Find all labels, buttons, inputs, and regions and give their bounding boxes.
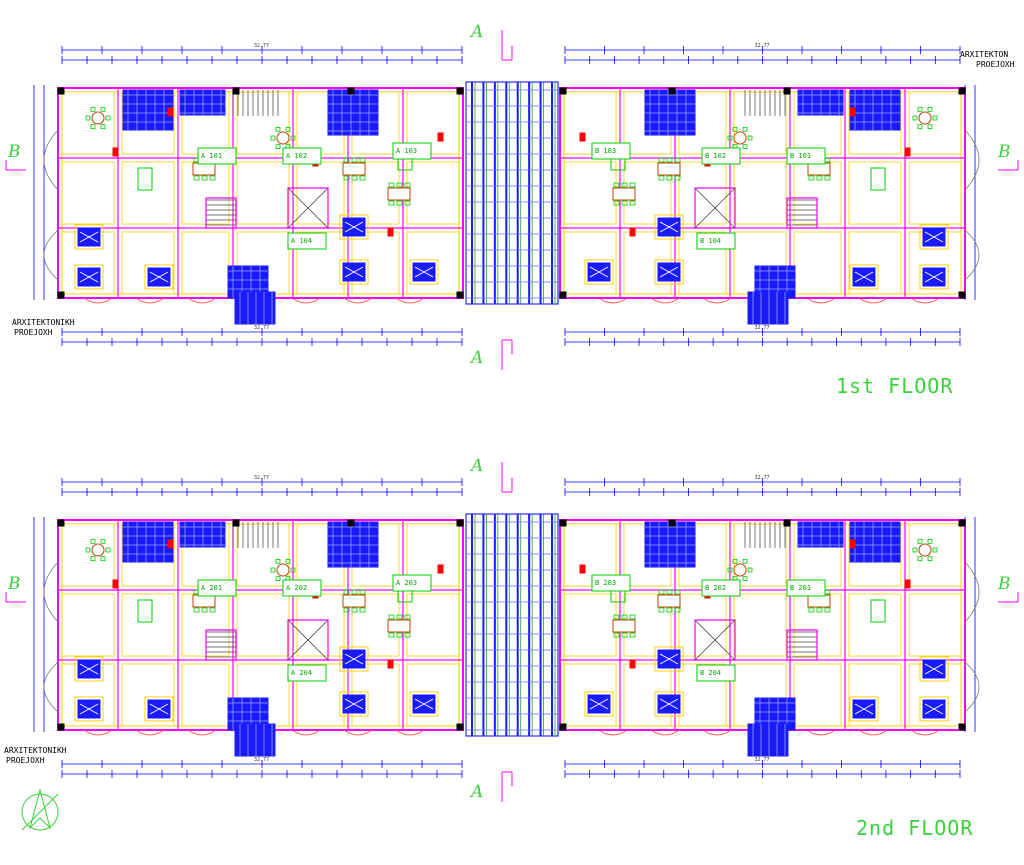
floor-title-2: 2nd FLOOR: [856, 816, 974, 840]
svg-text:B 201: B 201: [790, 584, 811, 592]
section-mark-a-top-1: A: [471, 22, 484, 42]
section-mark-b-right-1: B: [998, 142, 1011, 162]
floor2-wing-b-unit-4: B 204: [696, 664, 736, 682]
floor-plan-1: 32.77 32.77 32.77 32.77 A 101 A 102 A 103 A 104…: [5, 30, 1019, 370]
floor1-wing-b-unit-1: B 101: [786, 147, 826, 165]
floor-plan-2: 32.77 32.77 32.77 32.77 A 201 A 202 A 203 A 204…: [5, 462, 1019, 802]
section-mark-a-bottom-2: A: [471, 782, 484, 802]
section-mark-b-right-2: B: [998, 574, 1011, 594]
svg-text:B 103: B 103: [595, 147, 616, 155]
floor1-wing-b-unit-3: B 103: [591, 142, 631, 160]
floor1-wing-a-unit-1: A 101: [197, 147, 237, 165]
svg-text:32.77: 32.77: [254, 757, 269, 763]
svg-text:A 104: A 104: [291, 237, 312, 245]
svg-text:32.77: 32.77: [755, 325, 770, 331]
section-mark-b-left-1: B: [8, 142, 21, 162]
svg-text:A 203: A 203: [396, 579, 417, 587]
svg-text:B 101: B 101: [790, 152, 811, 160]
svg-text:32.77: 32.77: [755, 757, 770, 763]
floor2-wing-a-wing: A 201 A 202 A 203 A 204: [57, 519, 464, 736]
floor2-wing-b-wing: B 201 B 202 B 203 B 204: [559, 519, 966, 736]
svg-text:A 102: A 102: [286, 152, 307, 160]
floor2-wing-a-unit-4: A 204: [287, 664, 327, 682]
svg-text:A 101: A 101: [201, 152, 222, 160]
svg-text:32.77: 32.77: [755, 43, 770, 49]
svg-text:A 204: A 204: [291, 669, 312, 677]
svg-text:32.77: 32.77: [254, 43, 269, 49]
svg-text:B 104: B 104: [700, 237, 721, 245]
svg-text:B 102: B 102: [705, 152, 726, 160]
section-mark-b-left-2: B: [8, 574, 21, 594]
floor1-wing-b-unit-2: B 102: [701, 147, 741, 165]
floor1-wing-a-unit-4: A 104: [287, 232, 327, 250]
floor1-wing-b-wing: B 101 B 102 B 103 B 104: [559, 87, 966, 304]
floor2-wing-b-unit-2: B 202: [701, 579, 741, 597]
svg-text:A 202: A 202: [286, 584, 307, 592]
section-mark-a-bottom-1: A: [471, 348, 484, 368]
svg-text:B 202: B 202: [705, 584, 726, 592]
floor2-wing-a-unit-1: A 201: [197, 579, 237, 597]
svg-text:32.77: 32.77: [254, 475, 269, 481]
svg-text:B 203: B 203: [595, 579, 616, 587]
floor1-wing-a-unit-2: A 102: [282, 147, 322, 165]
floor-title-1: 1st FLOOR: [836, 374, 954, 398]
svg-text:A 103: A 103: [396, 147, 417, 155]
floor2-wing-a-unit-2: A 202: [282, 579, 322, 597]
floor1-wing-b-unit-4: B 104: [696, 232, 736, 250]
svg-text:32.77: 32.77: [755, 475, 770, 481]
north-arrow-icon: [21, 788, 59, 831]
svg-text:32.77: 32.77: [254, 325, 269, 331]
floor1-wing-a-wing: A 101 A 102 A 103 A 104: [57, 87, 464, 304]
section-mark-a-top-2: A: [471, 456, 484, 476]
floor2-wing-b-unit-1: B 201: [786, 579, 826, 597]
floor2-wing-a-unit-3: A 203: [392, 574, 432, 592]
svg-text:B 204: B 204: [700, 669, 721, 677]
floor2-wing-b-unit-3: B 203: [591, 574, 631, 592]
svg-text:A 201: A 201: [201, 584, 222, 592]
floor1-wing-a-unit-3: A 103: [392, 142, 432, 160]
